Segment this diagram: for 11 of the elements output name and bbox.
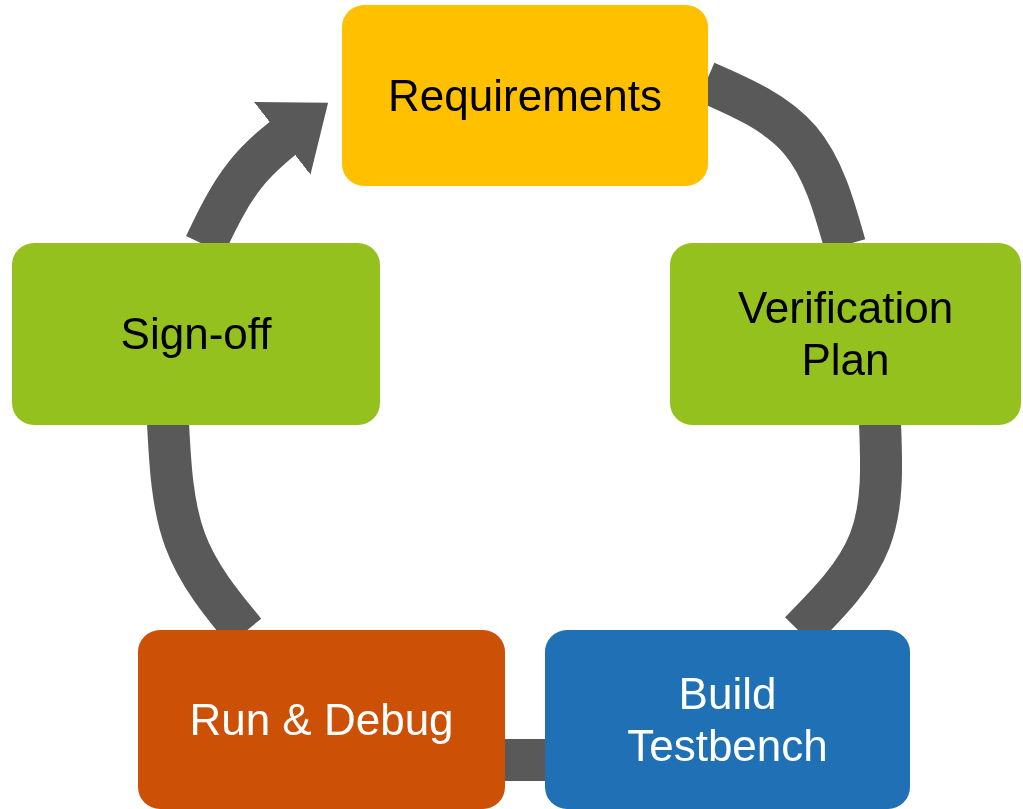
step-label: Build Testbench <box>626 667 829 772</box>
process-box <box>670 243 1021 425</box>
process-box <box>545 630 910 809</box>
step-label: Requirements <box>388 69 662 122</box>
process-box <box>138 630 505 809</box>
step-label: Run & Debug <box>189 693 454 746</box>
process-box <box>12 243 380 425</box>
process-box <box>342 5 708 186</box>
connector <box>503 739 547 781</box>
step-label: Sign-off <box>120 308 272 360</box>
step-label: Verification Plan <box>736 282 955 386</box>
